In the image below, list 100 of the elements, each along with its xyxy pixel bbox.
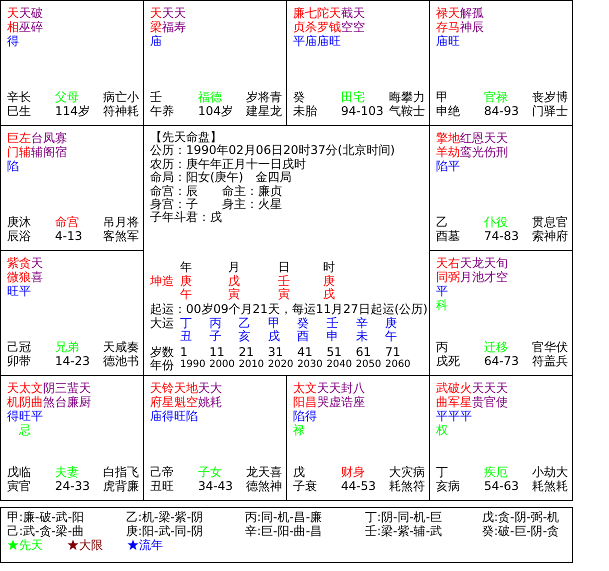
age-range: 94-103 bbox=[341, 104, 384, 118]
star-names: 梁福寿 bbox=[150, 20, 186, 34]
brightness-text: 得旺平 bbox=[7, 409, 43, 423]
year-value: 2060 bbox=[385, 358, 411, 372]
year-value: 2040 bbox=[326, 358, 352, 372]
spirit-stars: 索神府 bbox=[532, 229, 568, 243]
stem-stage-text: 己冠 bbox=[7, 340, 31, 354]
brightness-text: 平 bbox=[436, 284, 448, 298]
info-text: 命宫：辰 命主：廉贞 bbox=[150, 184, 282, 198]
palace-name: 仆役 bbox=[484, 215, 508, 229]
age-range: 4-13 bbox=[55, 229, 82, 243]
year-value: 2030 bbox=[297, 358, 323, 372]
brightness-text: 平庙庙旺 bbox=[293, 34, 341, 48]
age-value: 1 bbox=[180, 345, 188, 359]
brightness-text: 旺平 bbox=[7, 284, 31, 298]
legend-text: 大限 bbox=[79, 538, 103, 552]
row-header: 岁数 bbox=[150, 345, 174, 359]
star-names: 同弼月池才空 bbox=[436, 270, 508, 284]
pillar-branch: 寅 bbox=[228, 287, 240, 301]
pillar-stem: 戊 bbox=[228, 274, 240, 288]
age-range: 54-63 bbox=[484, 479, 519, 493]
chart-title: 【先天命盘】 bbox=[150, 130, 222, 144]
spirit-stars: 官华伏 bbox=[532, 340, 568, 354]
star-names: 巨左台凤寡 bbox=[7, 131, 67, 145]
branch-stage-text: 午养 bbox=[150, 104, 174, 118]
palace-name: 疾厄 bbox=[484, 465, 508, 479]
age-value: 71 bbox=[385, 345, 400, 359]
info-text: 起运：00岁09个月21天，每运11月27日起运(公历) bbox=[150, 302, 428, 316]
age-range: 84-93 bbox=[484, 104, 519, 118]
star-names: 门辅辅阁宿 bbox=[7, 145, 67, 159]
decade-branch: 戌 bbox=[268, 329, 280, 343]
decade-stem: 乙 bbox=[238, 316, 251, 330]
age-range: 24-33 bbox=[55, 479, 90, 493]
branch-stage-text: 戌死 bbox=[436, 354, 460, 368]
brightness-text: 庙旺 bbox=[436, 34, 460, 48]
spirit-stars: 虎背廉 bbox=[103, 479, 139, 493]
age-value: 31 bbox=[268, 345, 284, 359]
spirit-stars: 病亡小 bbox=[103, 90, 139, 104]
star-names: 天天天 bbox=[150, 6, 186, 20]
transformation-mark: 科 bbox=[436, 298, 448, 312]
spirit-stars: 晦攀力 bbox=[389, 90, 425, 104]
legend-text: 先天 bbox=[19, 538, 43, 552]
stem-stage-text: 癸 bbox=[293, 90, 305, 104]
stem-stage-text: 甲 bbox=[436, 90, 448, 104]
transformation-rule: 丙:同-机-昌-廉 bbox=[245, 510, 322, 524]
transformation-mark: 忌 bbox=[19, 423, 31, 437]
age-range: 104岁 bbox=[198, 104, 233, 118]
age-value: 11 bbox=[209, 345, 225, 359]
transformation-rule: 乙:机-梁-紫-阴 bbox=[126, 510, 204, 524]
decade-branch: 午 bbox=[385, 329, 398, 343]
age-value: 61 bbox=[356, 345, 372, 359]
spirit-stars: 小劫大 bbox=[532, 465, 568, 479]
spirit-stars: 气鞍士 bbox=[389, 104, 425, 118]
palace-name: 福德 bbox=[198, 90, 222, 104]
age-range: 34-43 bbox=[198, 479, 233, 493]
brightness-text: 庙得旺陷 bbox=[150, 409, 198, 423]
spirit-stars: 吊月将 bbox=[103, 215, 139, 229]
star-names: 天太文阴三蜚天 bbox=[7, 381, 91, 395]
spirit-stars: 天咸奏 bbox=[103, 340, 139, 354]
info-text: 子年斗君：戌 bbox=[150, 210, 222, 224]
stem-stage-text: 辛长 bbox=[7, 90, 31, 104]
star-names: 禄天解孤 bbox=[436, 6, 484, 20]
palace-name: 子女 bbox=[198, 465, 222, 479]
star-names: 廉七陀天截天 bbox=[293, 6, 365, 20]
stem-stage-text: 己帝 bbox=[150, 465, 174, 479]
column-header: 年 bbox=[180, 260, 192, 274]
year-value: 2000 bbox=[209, 358, 235, 372]
year-value: 2010 bbox=[238, 358, 264, 372]
column-header: 日 bbox=[278, 260, 290, 274]
stem-stage-text: 丙 bbox=[436, 340, 448, 354]
decade-branch: 子 bbox=[209, 329, 222, 343]
info-text: 农历：庚午年正月十一日戌时 bbox=[150, 156, 306, 171]
spirit-stars: 白指飞 bbox=[103, 465, 139, 479]
palace-name: 父母 bbox=[55, 90, 79, 104]
transformation-rule: 癸:破-巨-阴-贪 bbox=[482, 524, 560, 538]
palace-name: 财身 bbox=[341, 465, 365, 479]
transformation-rule: 庚:阳-武-同-阴 bbox=[126, 524, 204, 538]
stem-stage-text: 庚沐 bbox=[7, 215, 31, 229]
star-names: 贞杀罗钺空空 bbox=[293, 20, 365, 34]
palace-name: 命宫 bbox=[55, 215, 79, 229]
spirit-stars: 德池书 bbox=[103, 354, 139, 368]
branch-stage-text: 卯带 bbox=[7, 354, 31, 368]
star-names: 天天破 bbox=[7, 6, 43, 20]
decade-branch: 申 bbox=[326, 329, 338, 343]
row-header: 年份 bbox=[150, 358, 174, 372]
transformation-mark: 禄 bbox=[293, 423, 305, 437]
branch-stage-text: 未胎 bbox=[293, 104, 317, 118]
age-value: 21 bbox=[238, 345, 254, 359]
age-value: 51 bbox=[326, 345, 342, 359]
spirit-stars: 耗煞符 bbox=[389, 479, 425, 493]
brightness-text: 庙 bbox=[150, 34, 162, 48]
brightness-text: 得 bbox=[7, 34, 19, 48]
palace-name: 迁移 bbox=[484, 340, 508, 354]
spirit-stars: 大灾病 bbox=[389, 465, 425, 479]
column-header: 时 bbox=[323, 260, 335, 274]
transformation-rule: 甲:廉-破-武-阳 bbox=[7, 510, 84, 524]
spirit-stars: 客煞军 bbox=[103, 229, 139, 243]
palace-name: 兄弟 bbox=[55, 340, 79, 354]
branch-stage-text: 申绝 bbox=[436, 104, 460, 118]
brightness-text: 陷平 bbox=[436, 159, 460, 173]
